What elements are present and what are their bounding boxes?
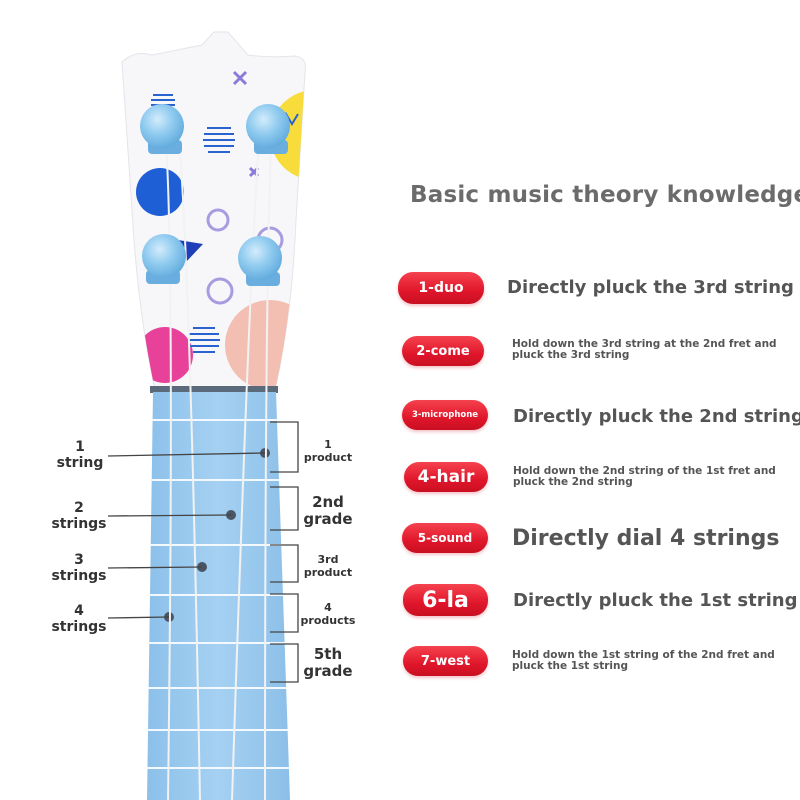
pink-circle-decoration (225, 300, 306, 390)
string-label-3: 3 strings (49, 552, 109, 584)
headstock (121, 31, 306, 393)
note-label: 1-duo (418, 280, 464, 296)
note-pill-1: 1-duo (398, 272, 484, 304)
fretboard (147, 392, 290, 800)
fret-label-number: 2nd (312, 493, 344, 511)
string-label-1: 1 string (50, 439, 110, 471)
string-label-word: strings (51, 619, 107, 635)
string-label-number: 1 (75, 439, 85, 455)
fret-label-3: 3rd product (300, 553, 356, 579)
fret-label-word: grade (303, 662, 353, 680)
string-label-word: strings (51, 568, 107, 584)
fret-label-5: 5th grade (300, 646, 356, 680)
magenta-circle-decoration (137, 327, 193, 383)
tuning-peg-icon (142, 234, 186, 284)
note-description-5: Directly dial 4 strings (512, 526, 780, 551)
strings (164, 127, 273, 800)
fret-label-word: products (300, 614, 356, 627)
note-description-7: Hold down the 1st string of the 2nd fret… (512, 649, 775, 672)
note-pill-4: 4-hair (404, 462, 488, 492)
note-description-4: Hold down the 2nd string of the 1st fret… (513, 465, 776, 488)
tuning-pegs (140, 104, 290, 286)
note-label: 5-sound (417, 531, 473, 545)
page-title: Basic music theory knowledge (410, 182, 800, 208)
note-description-6: Directly pluck the 1st string (513, 590, 798, 611)
string-pointer-lines (107, 452, 266, 619)
note-description-3: Directly pluck the 2nd string (513, 406, 800, 427)
fret-label-number: 5th (313, 645, 343, 663)
note-description-2: Hold down the 3rd string at the 2nd fret… (512, 338, 777, 361)
tuning-peg-icon (246, 104, 290, 154)
fret-label-number: 1 (324, 438, 332, 451)
string-label-2: 2 strings (49, 500, 109, 532)
note-pill-7: 7-west (403, 646, 488, 676)
note-label: 6-la (422, 587, 469, 613)
fret-label-2: 2nd grade (300, 494, 356, 528)
blue-circle-decoration (136, 168, 184, 216)
fret-label-4: 4 products (300, 601, 356, 627)
note-description-1: Directly pluck the 3rd string (507, 277, 794, 298)
fret-brackets (270, 421, 299, 683)
fret-label-1: 1 product (300, 438, 356, 464)
note-label: 2-come (416, 343, 470, 359)
yellow-circle-decoration (270, 90, 306, 180)
note-label: 4-hair (417, 467, 475, 487)
note-pill-5: 5-sound (402, 523, 488, 553)
fret-label-word: grade (303, 510, 353, 528)
fret-label-number: 3rd (317, 553, 339, 566)
fret-label-word: product (303, 451, 353, 464)
note-pill-3: 3-microphone (402, 400, 488, 430)
fret-label-number: 4 (324, 601, 332, 614)
string-label-4: 4 strings (49, 603, 109, 635)
string-label-number: 3 (74, 552, 84, 568)
note-label: 3-microphone (411, 410, 479, 420)
string-label-number: 4 (74, 603, 84, 619)
note-label: 7-west (420, 653, 471, 669)
note-pill-2: 2-come (402, 336, 484, 366)
string-label-word: string (56, 455, 104, 471)
fret-label-word: product (303, 566, 353, 579)
string-label-number: 2 (74, 500, 84, 516)
nut (150, 386, 278, 393)
tuning-peg-icon (238, 236, 282, 286)
tuning-peg-icon (140, 104, 184, 154)
note-pill-6: 6-la (403, 584, 488, 616)
string-label-word: strings (51, 516, 107, 532)
